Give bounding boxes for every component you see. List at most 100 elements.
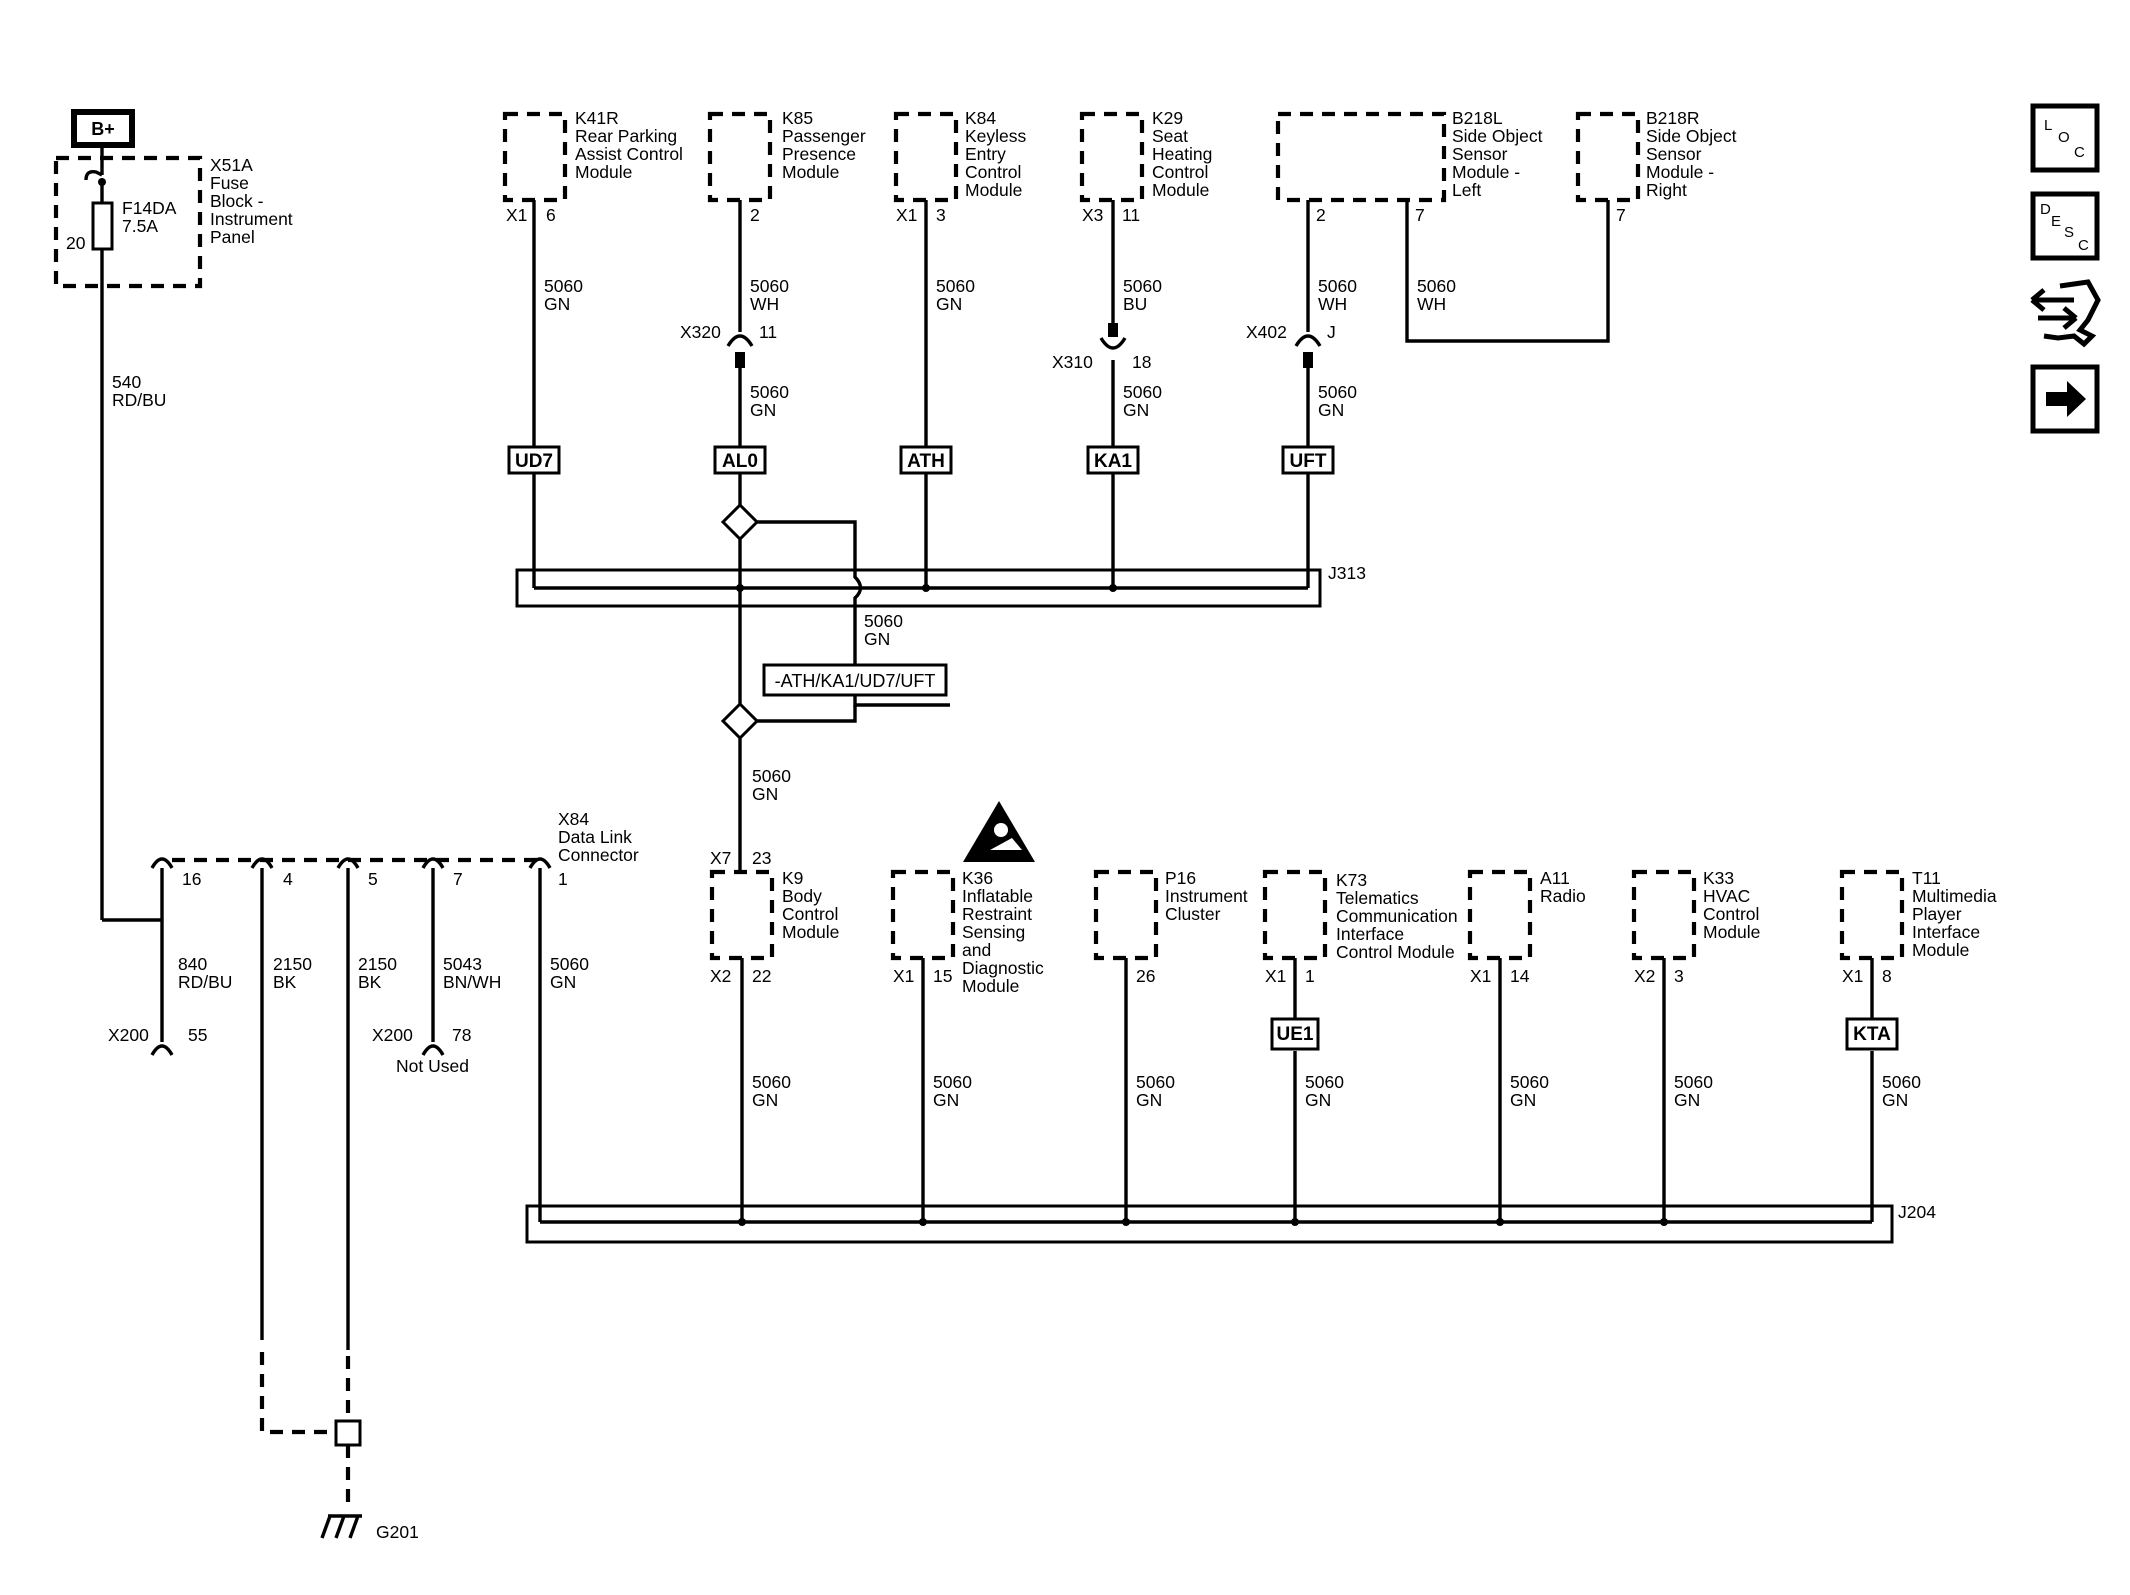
option-label-text: -ATH/KA1/UD7/UFT xyxy=(775,671,936,691)
wire-color: GN xyxy=(864,629,890,649)
connector-swap-icon[interactable] xyxy=(2030,279,2101,348)
wire-540-color: RD/BU xyxy=(112,390,166,410)
option-label-text: ATH xyxy=(907,451,945,472)
splice-id: J204 xyxy=(1898,1202,1936,1222)
connector-name-line: Connector xyxy=(558,845,639,865)
connector-id: X3 xyxy=(1082,205,1103,225)
location-button[interactable]: L O C xyxy=(2030,103,2100,173)
module-name-line: Side Object xyxy=(1452,126,1543,146)
module-name-line: Module - xyxy=(1646,162,1714,182)
connector-x200-pin55: X200 55 xyxy=(108,1025,207,1056)
connector-id: X200 xyxy=(372,1025,413,1045)
wire-number: 5060 xyxy=(550,954,589,974)
wire-number: 5060 xyxy=(933,1072,972,1092)
module-id: T11 xyxy=(1912,868,1941,888)
connector-x200-pin78: X200 78 Not Used xyxy=(372,1025,471,1076)
connector-id: X1 xyxy=(1842,966,1863,986)
module-name-line: Instrument xyxy=(1165,886,1248,906)
wire-number: 5060 xyxy=(1510,1072,1549,1092)
pin-number: 3 xyxy=(1674,966,1684,986)
pin-number: 8 xyxy=(1882,966,1892,986)
fuse-block-id: X51A xyxy=(210,155,253,175)
option-label-text: KTA xyxy=(1853,1024,1891,1045)
option-label-ud7: UD7 xyxy=(507,445,561,475)
pin-number: 15 xyxy=(933,966,952,986)
wire-number: 840 xyxy=(178,954,207,974)
description-button[interactable]: D E S C xyxy=(2030,191,2100,261)
wire-color: GN xyxy=(1305,1090,1331,1110)
wire-number: 5060 xyxy=(752,1072,791,1092)
battery-positive-terminal: B+ xyxy=(71,109,135,148)
option-label-text: KA1 xyxy=(1094,451,1132,472)
connector-id: X1 xyxy=(893,966,914,986)
connector-id: X310 xyxy=(1052,352,1093,372)
wire-color: BU xyxy=(1123,294,1147,314)
fuse-block-x51a: X51A Fuse Block - Instrument Panel F14DA… xyxy=(53,145,293,920)
wire-number: 5060 xyxy=(750,276,789,296)
inline-connector-x320: X320 11 xyxy=(680,322,777,368)
wire-number: 2150 xyxy=(358,954,397,974)
connector-id: X1 xyxy=(506,205,527,225)
module-name-line: and xyxy=(962,940,991,960)
wire-number: 5060 xyxy=(1674,1072,1713,1092)
module-k9: X7 23 K9 Body Control Module X2 22 xyxy=(709,848,839,986)
pin-number: 3 xyxy=(936,205,946,225)
module-name-line: Module xyxy=(1703,922,1760,942)
fuse-block-name-line: Block - xyxy=(210,191,264,211)
wire-color: GN xyxy=(752,1090,778,1110)
wire-number: 5060 xyxy=(936,276,975,296)
module-k41r: K41R Rear Parking Assist Control Module … xyxy=(502,108,683,225)
wire-color: GN xyxy=(1882,1090,1908,1110)
wire-number: 5060 xyxy=(1882,1072,1921,1092)
module-a11: A11 Radio X1 14 xyxy=(1467,868,1586,986)
option-label-text: UD7 xyxy=(515,451,553,472)
module-id: K84 xyxy=(965,108,996,128)
module-name-line: Module xyxy=(782,162,839,182)
wire-number: 5060 xyxy=(1123,276,1162,296)
module-name-line: Body xyxy=(782,886,822,906)
module-id: K33 xyxy=(1703,868,1734,888)
module-name-line: Inflatable xyxy=(962,886,1033,906)
wire-number: 5060 xyxy=(1318,276,1357,296)
option-label-text: AL0 xyxy=(722,451,758,472)
pin-number: 7 xyxy=(1616,205,1626,225)
module-k85: K85 Passenger Presence Module 2 xyxy=(707,108,866,225)
wire-number: 5060 xyxy=(864,611,903,631)
wire-color: WH xyxy=(1318,294,1347,314)
pin-number: 26 xyxy=(1136,966,1155,986)
module-name-line: Seat xyxy=(1152,126,1188,146)
wire-color: GN xyxy=(1136,1090,1162,1110)
module-k84: K84 Keyless Entry Control Module X1 3 xyxy=(893,108,1027,225)
module-p16: P16 Instrument Cluster 26 xyxy=(1093,868,1248,986)
module-name-line: Diagnostic xyxy=(962,958,1044,978)
module-name-line: Rear Parking xyxy=(575,126,677,146)
module-id: P16 xyxy=(1165,868,1196,888)
module-name-line: Interface xyxy=(1336,924,1404,944)
fuse-id: F14DA xyxy=(122,198,177,218)
splice-bar-j204: J204 xyxy=(525,1202,1936,1244)
module-name-line: Cluster xyxy=(1165,904,1221,924)
module-k29: K29 Seat Heating Control Module X3 11 xyxy=(1079,108,1212,225)
option-label-kta: KTA xyxy=(1845,1017,1899,1051)
pin-number: 1 xyxy=(558,869,568,889)
fuse-block-name-line: Instrument xyxy=(210,209,293,229)
loc-letter: C xyxy=(2074,144,2085,161)
ground-splice: G201 xyxy=(320,1419,419,1542)
connector-id: X200 xyxy=(108,1025,149,1045)
next-arrow-icon[interactable] xyxy=(2030,364,2100,434)
wire-number: 5060 xyxy=(752,766,791,786)
module-id: K85 xyxy=(782,108,813,128)
data-link-connector-x84: X84 Data Link Connector 16 4 5 7 1 xyxy=(150,809,639,889)
option-diamond-lower xyxy=(720,701,857,741)
connector-id: X2 xyxy=(1634,966,1655,986)
wire-color: BK xyxy=(358,972,382,992)
connector-id: X402 xyxy=(1246,322,1287,342)
option-label-al0: AL0 xyxy=(713,445,767,475)
pin-number: 22 xyxy=(752,966,771,986)
loc-letter: L xyxy=(2044,117,2052,134)
module-name-line: Entry xyxy=(965,144,1006,164)
connector-name-line: Data Link xyxy=(558,827,632,847)
module-name-line: Sensor xyxy=(1646,144,1702,164)
desc-letter: D xyxy=(2040,201,2051,218)
